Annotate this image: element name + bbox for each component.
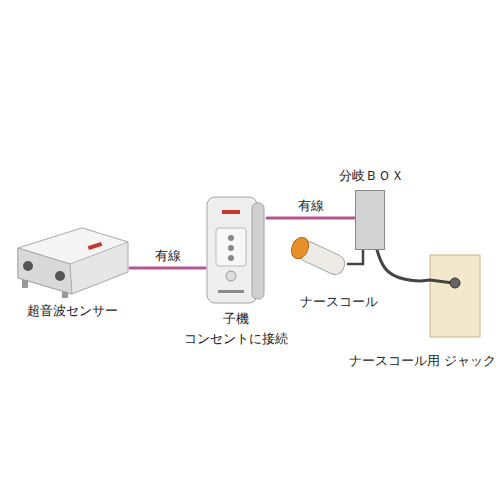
unit-device: 子機コンセントに接続	[205, 195, 267, 305]
caption-group: ナースコール用 ジャック	[349, 351, 496, 371]
caption-group: 超音波センサー	[27, 301, 118, 321]
branch-box: 分岐ＢＯＸ	[355, 190, 385, 250]
unit-button	[228, 235, 234, 241]
edge-label: 有線	[153, 248, 183, 264]
device-label: コンセントに接続	[184, 329, 288, 349]
nursecall-device: ナースコール	[285, 228, 348, 272]
sensor-leg	[22, 280, 28, 288]
sensor-logo	[88, 242, 103, 250]
nursecall-illustration	[288, 235, 348, 279]
cable-connector	[377, 250, 430, 281]
unit-button	[228, 245, 234, 251]
sensor-device: 超音波センサー	[15, 225, 130, 297]
jack-plate: ナースコール用 ジャック	[430, 255, 480, 337]
sensor-eye	[23, 261, 33, 271]
unit-button	[228, 255, 234, 261]
sensor-illustration	[18, 228, 128, 298]
sensor-front	[18, 248, 72, 294]
unit-logo	[222, 210, 240, 214]
sensor-body	[18, 228, 128, 294]
device-label: ナースコール用 ジャック	[349, 351, 496, 371]
edge-label: 有線	[296, 198, 326, 214]
device-label: 超音波センサー	[27, 301, 118, 321]
unit-body	[207, 197, 257, 303]
jack-plate	[430, 255, 480, 337]
caption-group: ナースコール	[300, 292, 378, 312]
sensor-leg	[62, 292, 68, 298]
device-label: 子機	[184, 309, 288, 329]
unit-indicator	[226, 271, 236, 281]
cable-connector	[348, 250, 363, 264]
unit-side	[252, 203, 264, 299]
cable-connector	[130, 267, 205, 270]
jack-illustration	[430, 255, 480, 337]
device-label: ナースコール	[300, 292, 378, 312]
handset-button	[288, 235, 312, 262]
cable-connector	[267, 217, 355, 220]
device-label: 分岐ＢＯＸ	[339, 166, 404, 186]
caption-group: 分岐ＢＯＸ	[339, 166, 404, 186]
unit-illustration	[207, 197, 264, 303]
unit-panel	[216, 228, 246, 266]
unit-logo-text	[218, 290, 244, 293]
sensor-eye	[55, 271, 65, 281]
jack-socket	[450, 278, 460, 288]
caption-group: 子機コンセントに接続	[184, 309, 288, 348]
